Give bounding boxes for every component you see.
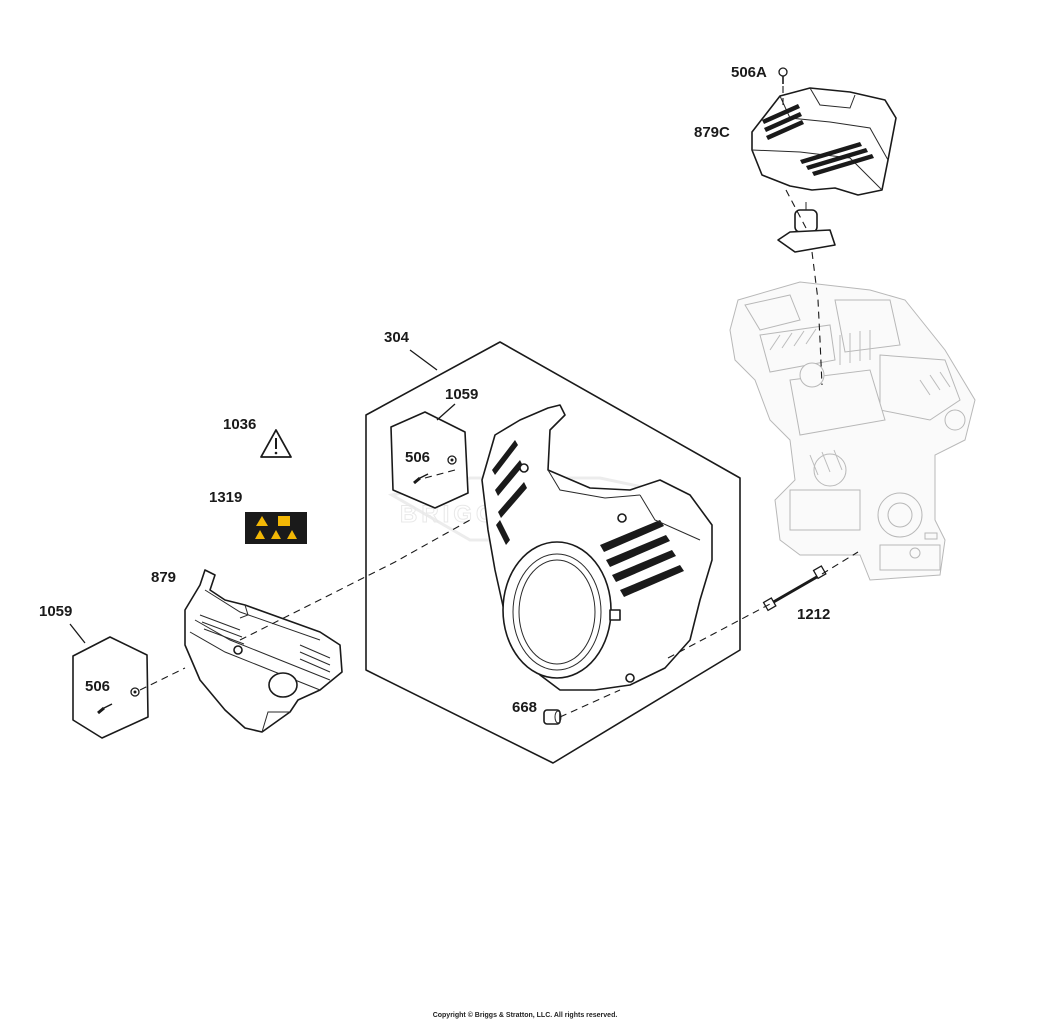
callout-1319: 1319 xyxy=(209,489,242,506)
callout-304: 304 xyxy=(384,329,410,346)
leader-lines xyxy=(69,349,456,644)
side-shroud-part xyxy=(184,569,343,733)
callout-879: 879 xyxy=(151,569,176,586)
bracket-part xyxy=(777,202,836,253)
inner-kit-outline xyxy=(390,411,469,509)
outer-kit-outline xyxy=(72,636,149,739)
callout-506-inner: 506 xyxy=(405,449,430,466)
top-cover-part xyxy=(751,87,897,196)
callout-506-outer: 506 xyxy=(85,678,110,695)
blower-housing-part xyxy=(481,404,713,691)
callout-668: 668 xyxy=(512,699,537,716)
safety-decal-part xyxy=(245,512,307,544)
callout-1036: 1036 xyxy=(223,416,256,433)
spacer-part xyxy=(543,709,562,725)
screw-506a-part xyxy=(778,67,788,84)
engine-block xyxy=(729,281,976,581)
callout-1212: 1212 xyxy=(797,606,830,623)
assembly-lines xyxy=(139,86,859,718)
warning-decal-part xyxy=(260,429,292,458)
callout-1059-outer: 1059 xyxy=(39,603,72,620)
copyright-notice: Copyright © Briggs & Stratton, LLC. All … xyxy=(432,1012,618,1019)
callout-506a: 506A xyxy=(731,64,767,81)
callout-1059-inner: 1059 xyxy=(445,386,478,403)
housing-kit-outline xyxy=(365,341,741,764)
stud-part xyxy=(762,565,827,612)
callout-879c: 879C xyxy=(694,124,730,141)
